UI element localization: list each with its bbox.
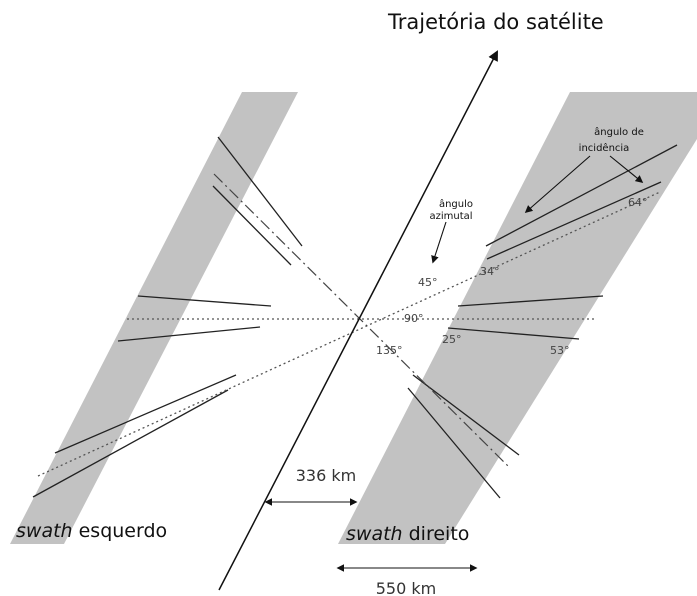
swath-left-italic: swath	[16, 520, 73, 542]
distance-swath-label: 550 km	[376, 579, 436, 596]
diagram-title: Trajetória do satélite	[387, 10, 604, 34]
swath-left-label: swath esquerdo	[16, 520, 167, 542]
swath-right-label: swath direito	[346, 523, 469, 545]
angle-64: 64°	[628, 196, 648, 209]
right-swath-lines	[407, 144, 678, 499]
angle-90: 90°	[404, 312, 424, 325]
left-swath-band	[10, 92, 298, 544]
reference-lines	[37, 173, 661, 477]
azimuth-arrow	[431, 221, 447, 264]
azimuth-label-line2: azimutal	[429, 211, 472, 222]
incidence-label-line1: ângulo de	[594, 126, 644, 138]
right-swath-band	[338, 92, 697, 544]
swath-right-rest: direito	[403, 523, 470, 545]
incidence-arrow-left	[524, 155, 591, 214]
swath-right-italic: swath	[346, 523, 403, 545]
annotation-arrows	[264, 155, 644, 572]
angle-25: 25°	[442, 333, 462, 346]
angle-135: 135°	[376, 344, 403, 357]
swath-left-rest: esquerdo	[73, 520, 168, 542]
left-swath-lines	[32, 136, 303, 498]
angle-34: 34°	[480, 265, 500, 278]
angle-53: 53°	[550, 344, 570, 357]
distance-gap-label: 336 km	[296, 466, 356, 485]
angle-45: 45°	[418, 276, 438, 289]
incidence-label-line2: incidência	[579, 142, 630, 154]
azimuth-label-line1: ângulo	[439, 198, 473, 210]
incidence-arrow-right	[609, 155, 644, 183]
